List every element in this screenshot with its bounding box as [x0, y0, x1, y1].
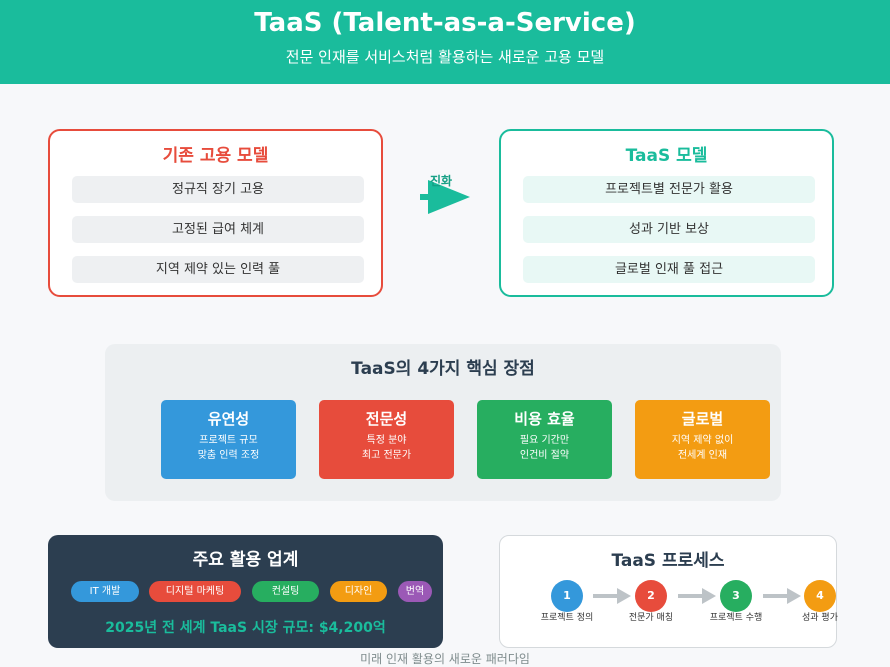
industries-title: 주요 활용 업계 — [192, 550, 299, 570]
advantage-card-flexibility: 유연성 프로젝트 규모 맞춤 인력 조정 — [161, 400, 296, 479]
traditional-model-item: 지역 제약 있는 인력 풀 — [72, 256, 364, 283]
advantage-card-expertise: 전문성 특정 분야 최고 전문가 — [319, 400, 454, 479]
process-step-circle: 4 — [804, 580, 836, 612]
industry-tag-digital-marketing: 디지털 마케팅 — [149, 581, 241, 602]
advantage-card-desc: 지역 제약 없이 전세계 인재 — [671, 435, 734, 461]
process-title: TaaS 프로세스 — [611, 551, 725, 571]
evolution-arrow-icon — [420, 180, 470, 214]
traditional-model-item: 정규직 장기 고용 — [72, 176, 364, 203]
process-step-circle: 3 — [720, 580, 752, 612]
advantage-card-cost-efficiency: 비용 효율 필요 기간만 인건비 절약 — [477, 400, 612, 479]
process-panel: TaaS 프로세스 1 프로젝트 정의 2 전문가 매칭 3 프로젝트 수행 4… — [499, 535, 838, 648]
industry-tag-it: IT 개발 — [71, 581, 139, 602]
advantage-card-desc: 프로젝트 규모 맞춤 인력 조정 — [197, 435, 260, 461]
industries-panel: 주요 활용 업계 IT 개발 디지털 마케팅 컨설팅 디자인 번역 2025년 … — [48, 535, 443, 648]
advantage-card-title: 글로벌 — [681, 410, 724, 428]
page-subtitle: 전문 인재를 서비스처럼 활용하는 새로운 고용 모델 — [285, 48, 605, 66]
industry-tag-translation: 번역 — [398, 581, 432, 602]
traditional-model-box: 기존 고용 모델 정규직 장기 고용 고정된 급여 체계 지역 제약 있는 인력… — [48, 129, 383, 297]
taas-model-item: 글로벌 인재 풀 접근 — [523, 256, 815, 283]
advantages-panel: TaaS의 4가지 핵심 장점 유연성 프로젝트 규모 맞춤 인력 조정 전문성… — [105, 344, 781, 501]
process-step-label: 전문가 매칭 — [628, 613, 674, 623]
taas-model-item: 프로젝트별 전문가 활용 — [523, 176, 815, 203]
process-step-label: 성과 평가 — [802, 613, 838, 623]
advantage-card-desc: 특정 분야 최고 전문가 — [361, 435, 412, 461]
advantage-card-title: 유연성 — [207, 410, 250, 428]
arrow-right-icon — [678, 588, 716, 604]
arrow-right-icon — [763, 588, 801, 604]
traditional-model-item: 고정된 급여 체계 — [72, 216, 364, 243]
taas-model-item: 성과 기반 보상 — [523, 216, 815, 243]
process-step-circle: 1 — [551, 580, 583, 612]
page-title: TaaS (Talent-as-a-Service) — [254, 8, 636, 38]
advantage-card-global: 글로벌 지역 제약 없이 전세계 인재 — [635, 400, 770, 479]
process-step-circle: 2 — [635, 580, 667, 612]
advantages-title: TaaS의 4가지 핵심 장점 — [351, 359, 535, 379]
industry-tag-consulting: 컨설팅 — [252, 581, 319, 602]
market-size-text: 2025년 전 세계 TaaS 시장 규모: $4,200억 — [105, 620, 386, 636]
header-banner: TaaS (Talent-as-a-Service) 전문 인재를 서비스처럼 … — [0, 0, 890, 84]
traditional-model-title: 기존 고용 모델 — [162, 146, 269, 166]
advantage-card-desc: 필요 기간만 인건비 절약 — [519, 435, 570, 461]
advantage-card-title: 전문성 — [365, 410, 408, 428]
taas-model-title: TaaS 모델 — [625, 146, 708, 166]
evolution-label: 진화 — [430, 174, 453, 188]
footer-caption: 미래 인재 활용의 새로운 패러다임 — [360, 652, 530, 666]
arrow-right-icon — [593, 588, 631, 604]
industry-tag-design: 디자인 — [330, 581, 387, 602]
advantage-card-title: 비용 효율 — [514, 410, 575, 428]
process-step-label: 프로젝트 수행 — [709, 613, 763, 623]
process-step-label: 프로젝트 정의 — [540, 613, 594, 623]
taas-model-box: TaaS 모델 프로젝트별 전문가 활용 성과 기반 보상 글로벌 인재 풀 접… — [499, 129, 834, 297]
